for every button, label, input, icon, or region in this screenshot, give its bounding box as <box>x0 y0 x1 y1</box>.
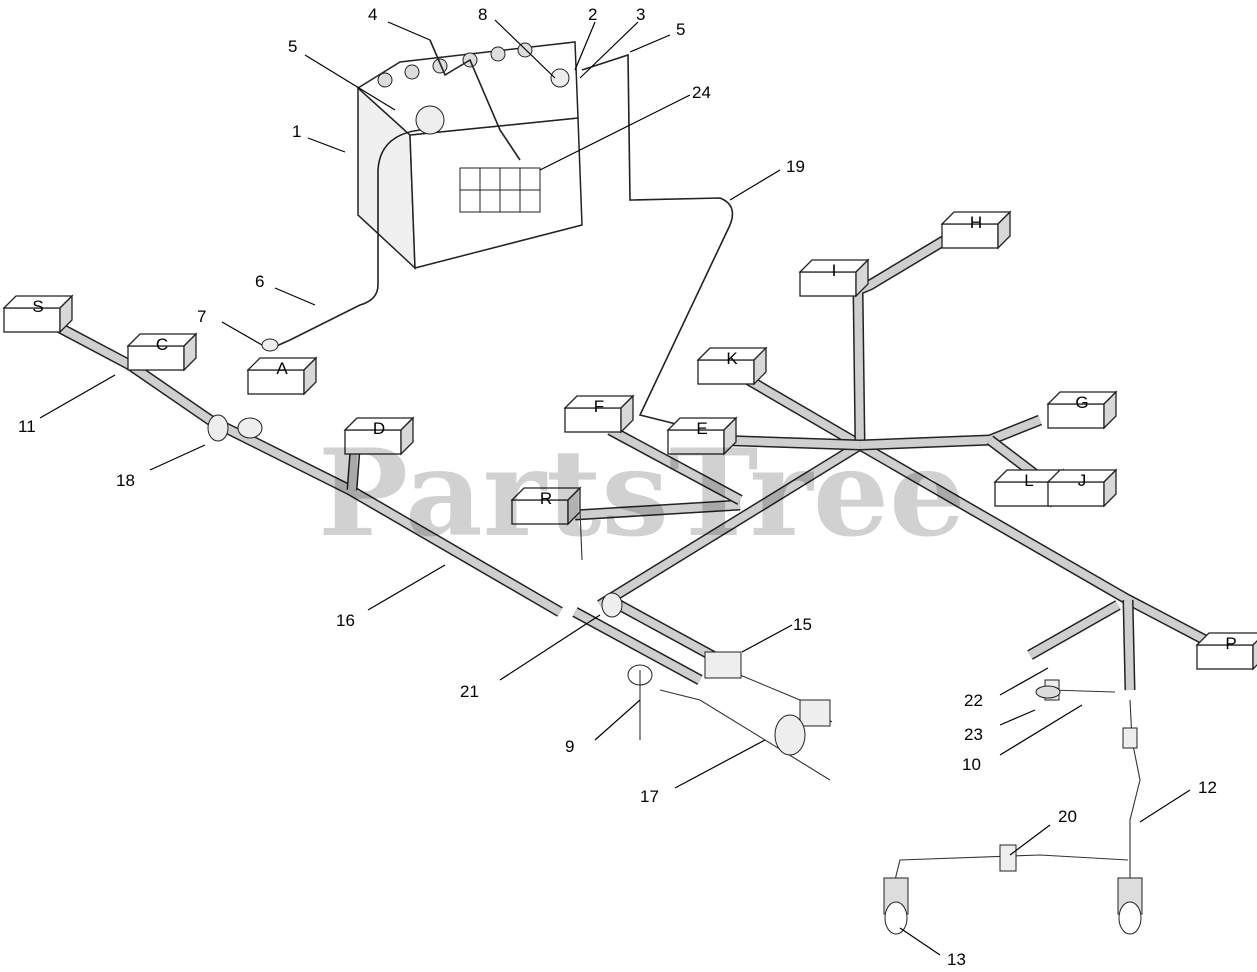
connector-label: K <box>726 349 738 368</box>
connector-front-face <box>799 271 857 297</box>
part-number: 18 <box>116 471 135 490</box>
connector-side-face <box>303 356 317 396</box>
connector-side-face <box>855 258 869 298</box>
connector-r: R <box>510 486 582 526</box>
part-number: 1 <box>292 122 301 141</box>
connector-front-face <box>1047 481 1105 507</box>
connector-label: L <box>1024 471 1033 490</box>
connector-d: D <box>343 416 415 456</box>
part-number: 4 <box>368 5 377 24</box>
connector-i: I <box>798 258 870 298</box>
connector-side-face <box>1103 468 1117 508</box>
part-number: 3 <box>636 5 645 24</box>
connector-label: P <box>1225 634 1236 653</box>
light-assemblies <box>883 877 1143 935</box>
connector-label: D <box>373 419 385 438</box>
connector-side-face <box>59 294 73 334</box>
connector-j: J <box>1046 468 1118 508</box>
part-number: 5 <box>676 20 685 39</box>
connector-front-face <box>697 359 755 385</box>
connector-p: P <box>1195 632 1257 671</box>
battery <box>271 39 734 426</box>
connector-f: F <box>563 394 635 434</box>
auxiliary-wires <box>207 338 1141 881</box>
connector-h: H <box>940 210 1012 250</box>
connector-label: F <box>594 397 604 416</box>
connector-label: E <box>696 419 707 438</box>
connector-label: A <box>276 359 288 378</box>
warning-decal <box>459 167 541 213</box>
part-number: 11 <box>18 417 36 436</box>
connector-g: G <box>1046 390 1118 430</box>
part-number: 6 <box>255 272 264 291</box>
connector-side-face <box>997 210 1011 250</box>
connector-label: S <box>32 297 43 316</box>
battery-caps <box>377 42 533 88</box>
connector-front-face <box>1047 403 1105 429</box>
connector-front-face <box>994 481 1052 507</box>
part-number: 23 <box>964 725 983 744</box>
part-number: 16 <box>336 611 355 630</box>
connector-label: I <box>832 261 837 280</box>
part-number: 5 <box>288 37 297 56</box>
part-number: 21 <box>460 682 479 701</box>
connector-s: S <box>2 294 74 334</box>
connector-label: H <box>970 213 982 232</box>
connector-c: C <box>126 332 198 372</box>
connector-boxes: S C A D F E R K I H G L J P <box>2 210 1257 671</box>
part-number: 13 <box>947 950 966 969</box>
part-number: 24 <box>692 83 711 102</box>
connector-side-face <box>400 416 414 456</box>
connector-side-face <box>1252 640 1257 671</box>
connector-side-face <box>723 416 737 456</box>
connector-front-face <box>1196 644 1254 670</box>
leader-lines <box>39 19 1191 956</box>
connector-side-face <box>753 346 767 386</box>
connector-label: J <box>1078 471 1087 490</box>
part-number: 22 <box>964 691 983 710</box>
watermark: PartsTree <box>318 423 965 564</box>
connector-side-face <box>620 394 634 434</box>
part-number: 20 <box>1058 807 1077 826</box>
part-number: 17 <box>640 787 659 806</box>
connector-e: E <box>666 416 738 456</box>
connector-label: C <box>156 335 168 354</box>
part-number: 19 <box>786 157 805 176</box>
part-number: 2 <box>588 5 597 24</box>
connector-k: K <box>696 346 768 386</box>
connector-a: A <box>246 356 318 396</box>
connector-side-face <box>183 332 197 372</box>
part-number: 9 <box>565 737 574 756</box>
part-number: 8 <box>478 5 487 24</box>
connector-side-face <box>1103 390 1117 430</box>
part-number: 10 <box>962 755 981 774</box>
connector-label: R <box>540 489 552 508</box>
connector-side-face <box>567 486 581 526</box>
part-number: 12 <box>1198 778 1217 797</box>
connector-top-face <box>1195 632 1257 646</box>
connector-label: G <box>1075 393 1088 412</box>
part-number: 15 <box>793 615 812 634</box>
part-number-labels: 1 2 3 4 5 5 6 7 8 9 10 11 12 13 15 16 17… <box>18 5 1217 969</box>
part-number: 7 <box>197 307 206 326</box>
